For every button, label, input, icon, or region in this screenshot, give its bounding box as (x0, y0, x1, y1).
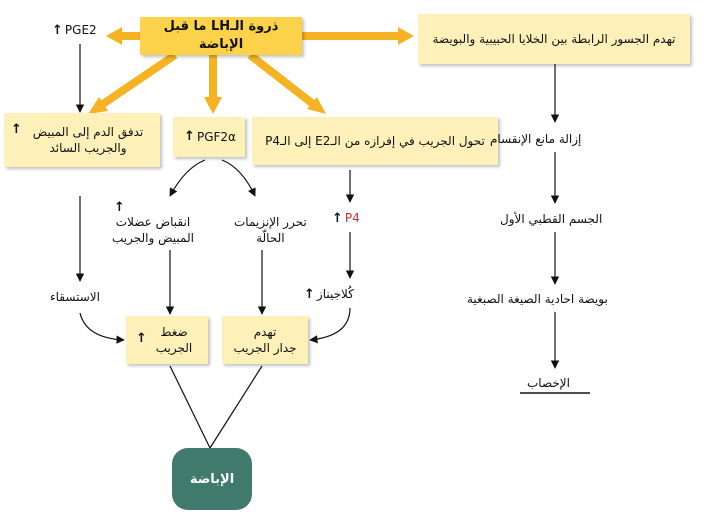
curve-edema-pressure (79, 312, 125, 344)
bridges-label: تهدم الجسور الرابطة بين الخلايا الحبيبية… (432, 31, 676, 46)
first-polar-body-label: الجسم القطبي الأول (500, 212, 603, 226)
enzymes-node: تحرر الإنزيمات الحالّة (234, 198, 307, 247)
p4-node: ↑P4 (330, 210, 360, 228)
line-pressure-ovulation (169, 365, 211, 449)
increase-arrow-icon: ↑ (184, 129, 195, 145)
follicle-shift-label: تحول الجريب في إفرازه من الـE2 إلى الـP4 (265, 133, 485, 148)
p4-label: P4 (344, 211, 360, 225)
ovulation-node: الإباضة (172, 448, 252, 510)
pgf2a-label: PGF2α (196, 129, 236, 144)
increase-arrow-icon: ↑ (332, 211, 343, 226)
lh-peak-box: ذروة الـLH ما قبل الإباضة (140, 17, 302, 55)
increase-arrow-icon: ↑ (136, 331, 147, 346)
increase-arrow-icon: ↑ (114, 200, 125, 215)
line-wall-ovulation (209, 365, 263, 449)
fertilization-node: الإخصاب (527, 375, 570, 391)
increase-arrow-icon: ↑ (52, 23, 63, 38)
arrow-to-blood-flow (97, 51, 178, 110)
follicle-shift-box: تحول الجريب في إفرازه من الـE2 إلى الـP4 (252, 117, 498, 165)
collagenase-node: ↑كُلاجيناز (302, 286, 354, 304)
arrow-head-pgf2a (204, 97, 222, 114)
increase-arrow-icon: ↑ (304, 287, 315, 302)
arrow-head-pge2 (106, 27, 122, 45)
bridges-box: تهدم الجسور الرابطة بين الخلايا الحبيبية… (418, 14, 690, 64)
collagenase-label: كُلاجيناز (316, 287, 354, 301)
arrow-head-blood-flow (88, 97, 108, 114)
pressure-box: ضغط الجريب ↑ (126, 316, 208, 364)
first-polar-body-node: الجسم القطبي الأول (500, 211, 602, 227)
enzymes-label: تحرر الإنزيمات الحالّة (234, 215, 307, 246)
pge2-node: ↑PGE2 (50, 22, 97, 40)
lh-peak-label: ذروة الـLH ما قبل الإباضة (163, 19, 279, 52)
ovulation-label: الإباضة (189, 471, 235, 487)
haploid-egg-node: بويضة احادية الصيغة الصبغية (467, 291, 608, 307)
arrow-head-bridges (398, 27, 414, 45)
haploid-egg-label: بويضة احادية الصيغة الصبغية (467, 292, 608, 306)
edema-node: الاستسقاء (50, 289, 100, 305)
arrow-to-follicle-shift (247, 51, 316, 108)
contraction-label: انقباض عضلات المبيض والجريب (112, 215, 194, 246)
blood-flow-box: تدفق الدم إلى المبيض والجريب السائد ↑ (4, 113, 160, 167)
pge2-label: PGE2 (64, 23, 97, 37)
increase-arrow-icon: ↑ (11, 122, 22, 137)
wall-degradation-label: تهدم جدار الجريب (233, 324, 297, 355)
remove-inhibitor-label: إزالة مانع الإنقسام (490, 132, 582, 146)
fertilization-label: الإخصاب (527, 376, 570, 390)
lh-thick-arrows (88, 27, 414, 114)
pgf2a-box: ↑ PGF2α (173, 117, 245, 157)
pressure-label: ضغط الجريب (155, 324, 193, 355)
curve-collagenase-wall (309, 307, 351, 344)
edema-label: الاستسقاء (50, 290, 100, 304)
wall-degradation-box: تهدم جدار الجريب (222, 316, 308, 364)
arrow-head-follicle-shift (307, 97, 326, 114)
contraction-node: انقباض عضلات المبيض والجريب (112, 198, 194, 247)
remove-inhibitor-node: إزالة مانع الإنقسام (490, 131, 581, 147)
curve-pgf-contraction (169, 159, 206, 197)
blood-flow-label: تدفق الدم إلى المبيض والجريب السائد (32, 124, 144, 155)
curve-pgf-enzymes (221, 159, 256, 197)
